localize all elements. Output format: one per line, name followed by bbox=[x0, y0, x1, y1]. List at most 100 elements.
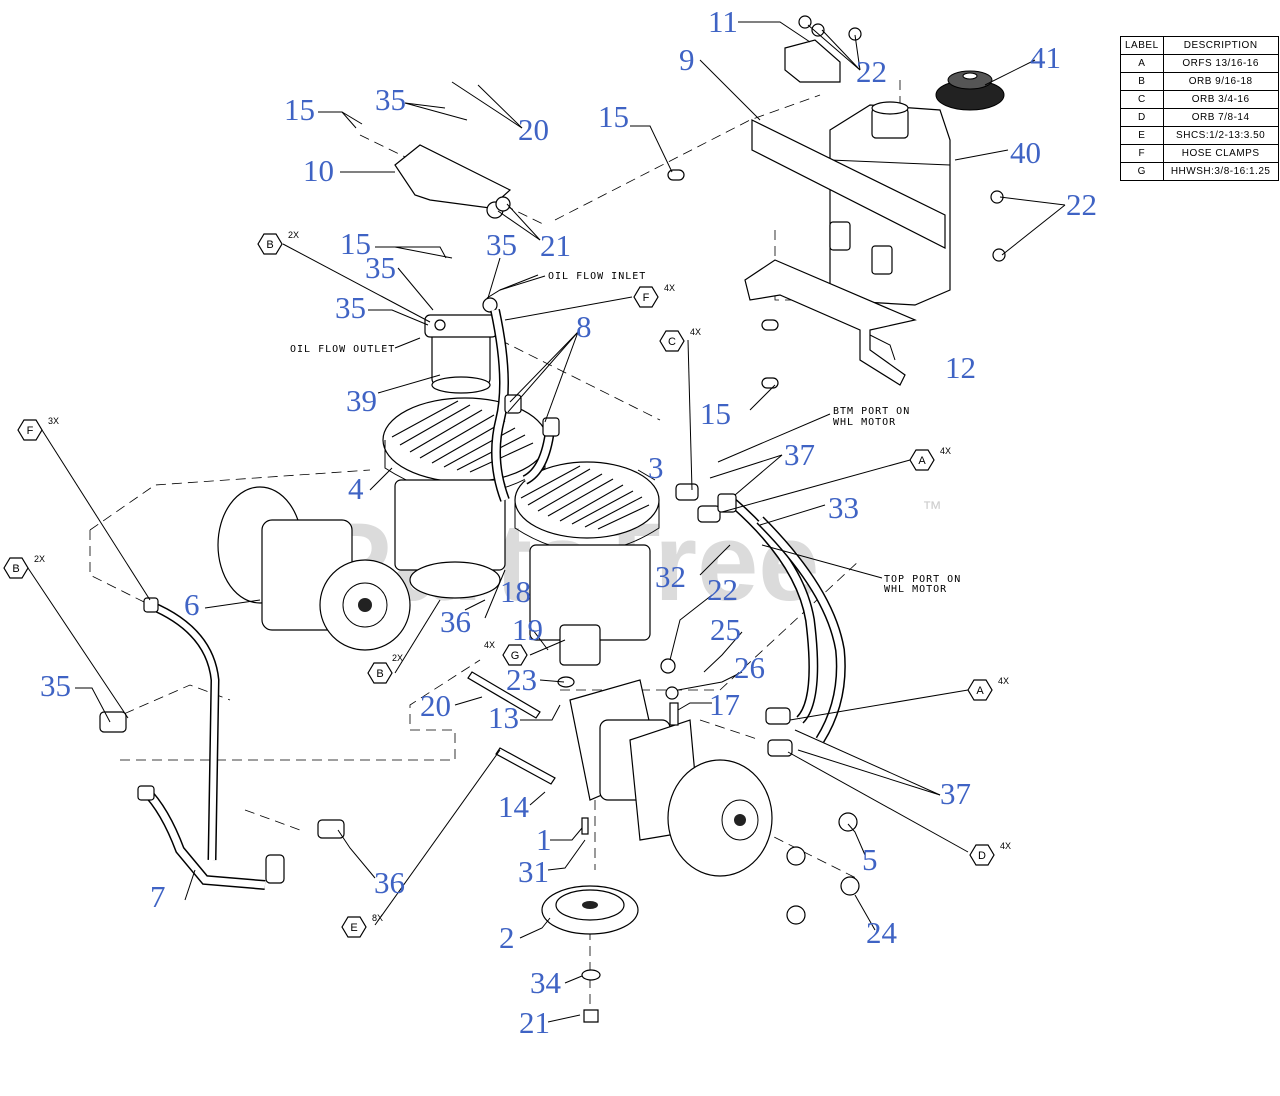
hex-tag-label: E bbox=[350, 922, 357, 934]
wheel-motor-right bbox=[569, 679, 773, 877]
legend-label: G bbox=[1120, 162, 1164, 181]
hex-tag-h2: F 4X bbox=[633, 283, 675, 308]
callout-30: 33 bbox=[828, 490, 859, 525]
filter-bracket bbox=[394, 144, 512, 209]
hex-tag-h5: B 2X bbox=[3, 554, 45, 579]
fasteners bbox=[486, 15, 1006, 1023]
bracket-11 bbox=[784, 39, 841, 83]
hex-tag-mult: 4X bbox=[940, 446, 951, 456]
callout-27: 26 bbox=[734, 650, 765, 685]
bolts bbox=[467, 671, 679, 835]
hex-tag-h4: F 3X bbox=[17, 416, 59, 441]
callout-29: 32 bbox=[655, 559, 686, 594]
callout-3: 3 bbox=[648, 450, 664, 485]
pulley bbox=[541, 885, 639, 935]
leader-lines bbox=[75, 21, 1066, 1023]
callout-26: 25 bbox=[710, 612, 741, 647]
oil-filter bbox=[424, 297, 498, 394]
callout-35: 35 bbox=[486, 227, 517, 262]
callout-22: 22 bbox=[1066, 187, 1097, 222]
hex-tag-label: F bbox=[643, 292, 650, 304]
oil-flow-outlet-note: OIL FLOW OUTLET bbox=[290, 344, 395, 355]
callout-9: 9 bbox=[679, 42, 695, 77]
hex-tag-label: A bbox=[976, 685, 984, 697]
callout-4: 4 bbox=[348, 471, 364, 506]
btm-port-note-line1: BTM PORT ON bbox=[833, 406, 910, 417]
hex-tag-label: B bbox=[12, 563, 19, 575]
callout-6: 6 bbox=[184, 587, 200, 622]
callout-33: 35 bbox=[365, 250, 396, 285]
callout-21: 21 bbox=[519, 1005, 550, 1040]
callout-35: 35 bbox=[40, 668, 71, 703]
callout-5: 5 bbox=[862, 842, 878, 877]
legend-description: HOSE CLAMPS bbox=[1162, 144, 1279, 163]
legend-label: F bbox=[1120, 144, 1164, 163]
callout-22: 21 bbox=[540, 228, 571, 263]
callout-12: 12 bbox=[945, 350, 976, 385]
callout-10: 10 bbox=[303, 153, 334, 188]
legend-label: D bbox=[1120, 108, 1164, 127]
hex-tag-h9: A 4X bbox=[967, 676, 1009, 701]
legend-header-label: LABEL bbox=[1120, 36, 1164, 55]
hex-tag-label: C bbox=[668, 336, 676, 348]
hex-tag-h10: D 4X bbox=[969, 841, 1011, 866]
callout-37: 37 bbox=[784, 437, 815, 472]
callout-22: 22 bbox=[856, 54, 887, 89]
hex-tag-mult: 2X bbox=[392, 653, 403, 663]
hex-tag-h8: G 4X bbox=[484, 640, 528, 666]
callout-15: 15 bbox=[598, 99, 629, 134]
hex-tag-mult: 2X bbox=[34, 554, 45, 564]
tank-bracket bbox=[744, 119, 946, 386]
callout-15: 15 bbox=[340, 226, 371, 261]
legend-description: ORFS 13/16-16 bbox=[1162, 54, 1279, 73]
hex-tag-mult: 8X bbox=[372, 913, 383, 923]
callout-7: 7 bbox=[150, 879, 166, 914]
callout-28: 31 bbox=[518, 854, 549, 889]
legend-description: ORB 3/4-16 bbox=[1162, 90, 1279, 109]
callout-20: 20 bbox=[518, 112, 549, 147]
hex-tag-mult: 3X bbox=[48, 416, 59, 426]
callout-17: 18 bbox=[500, 574, 531, 609]
callout-13: 13 bbox=[488, 700, 519, 735]
hex-tag-h6: A 4X bbox=[909, 446, 951, 471]
legend-label: A bbox=[1120, 54, 1164, 73]
oil-flow-inlet-note: OIL FLOW INLET bbox=[548, 271, 646, 282]
callout-32: 34 bbox=[530, 965, 562, 1000]
legend-label: C bbox=[1120, 90, 1164, 109]
fuel-cap bbox=[935, 70, 1005, 111]
callout-34: 36 bbox=[440, 604, 471, 639]
legend-label: B bbox=[1120, 72, 1164, 91]
callout-36: 37 bbox=[940, 776, 971, 811]
callout-24: 23 bbox=[506, 662, 537, 697]
watermark-trademark: ™ bbox=[922, 498, 942, 520]
hex-tag-label: F bbox=[27, 425, 34, 437]
callout-1: 1 bbox=[536, 822, 552, 857]
hex-tag-pointers bbox=[27, 243, 969, 926]
hex-tag-h1: B 2X bbox=[257, 230, 299, 255]
callout-numbers: 11 9 22 41 40 22 12 15 15 15 35 20 10 21… bbox=[40, 4, 1097, 1040]
hex-tag-label: A bbox=[918, 455, 926, 467]
hex-tag-label: B bbox=[266, 239, 273, 251]
assembly-dash-lines bbox=[89, 80, 901, 1020]
callout-25: 24 bbox=[866, 915, 898, 950]
legend-header-row: LABEL DESCRIPTION bbox=[1120, 36, 1279, 55]
callout-19: 20 bbox=[420, 688, 451, 723]
top-port-note-line1: TOP PORT ON bbox=[884, 574, 961, 585]
hex-tag-h3: C 4X bbox=[659, 327, 701, 352]
wheel-motor-left bbox=[217, 486, 411, 651]
callout-2: 2 bbox=[499, 920, 515, 955]
callout-41: 41 bbox=[1030, 40, 1061, 75]
legend-label: E bbox=[1120, 126, 1164, 145]
callout-31: 35 bbox=[375, 82, 406, 117]
legend-description: ORB 7/8-14 bbox=[1162, 108, 1279, 127]
callout-35: 35 bbox=[335, 290, 366, 325]
btm-port-note-line2: WHL MOTOR bbox=[833, 417, 896, 428]
hex-tag-mult: 4X bbox=[998, 676, 1009, 686]
